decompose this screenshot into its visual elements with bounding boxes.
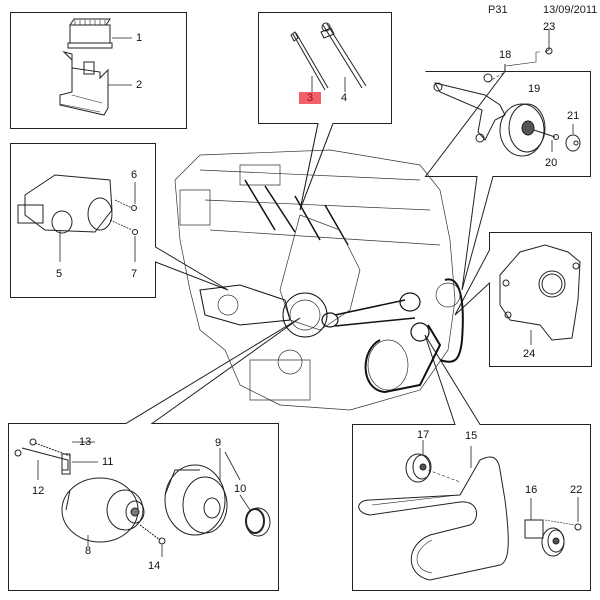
callout-21[interactable]: 21: [567, 110, 580, 122]
callout-17[interactable]: 17: [417, 429, 430, 441]
detail-box-relay: [10, 12, 187, 129]
callout-16[interactable]: 16: [525, 484, 538, 496]
alternator-drawing: [14, 438, 271, 557]
callout-13[interactable]: 13: [79, 436, 92, 448]
callout-15[interactable]: 15: [465, 430, 478, 442]
callout-8[interactable]: 8: [85, 545, 92, 557]
engine-assembly-drawing: [174, 149, 464, 411]
relay-bracket-drawing: [59, 51, 132, 116]
callout-19[interactable]: 19: [528, 83, 541, 95]
idler-pulley-drawing: [499, 29, 581, 157]
page-date: 13/09/2011: [543, 4, 598, 16]
callout-9[interactable]: 9: [215, 437, 222, 449]
detail-box-glowplug: [258, 12, 392, 211]
callout-2[interactable]: 2: [136, 79, 143, 91]
leader-glowplug: [299, 123, 334, 211]
detail-box-bracket: [454, 232, 592, 367]
detail-box-starter: [10, 143, 229, 298]
callout-10[interactable]: 10: [234, 483, 247, 495]
callout-14[interactable]: 14: [148, 560, 161, 572]
idler-bracket-drawing: [433, 71, 506, 143]
relay-drawing: [67, 18, 132, 49]
callout-24[interactable]: 24: [523, 348, 536, 360]
belt-drawing: [358, 440, 582, 581]
callout-23[interactable]: 23: [543, 21, 556, 33]
callout-4[interactable]: 4: [341, 92, 348, 104]
callout-12[interactable]: 12: [32, 485, 45, 497]
detail-box-belt: [352, 334, 591, 591]
page-code: P31: [488, 4, 508, 16]
callout-7[interactable]: 7: [131, 268, 138, 280]
callout-22[interactable]: 22: [570, 484, 583, 496]
starter-drawing: [17, 174, 138, 262]
accessory-bracket-drawing: [499, 244, 581, 345]
callout-18[interactable]: 18: [499, 49, 512, 61]
callout-11[interactable]: 11: [102, 456, 114, 468]
callout-3-highlighted[interactable]: 3: [299, 92, 322, 104]
callout-1[interactable]: 1: [136, 32, 143, 44]
detail-box-idler: [424, 64, 591, 291]
callout-6[interactable]: 6: [131, 169, 138, 181]
callout-20[interactable]: 20: [545, 157, 558, 169]
callout-5[interactable]: 5: [56, 268, 63, 280]
glow-plug-drawings: [290, 22, 367, 92]
detail-box-alternator: [8, 317, 301, 591]
